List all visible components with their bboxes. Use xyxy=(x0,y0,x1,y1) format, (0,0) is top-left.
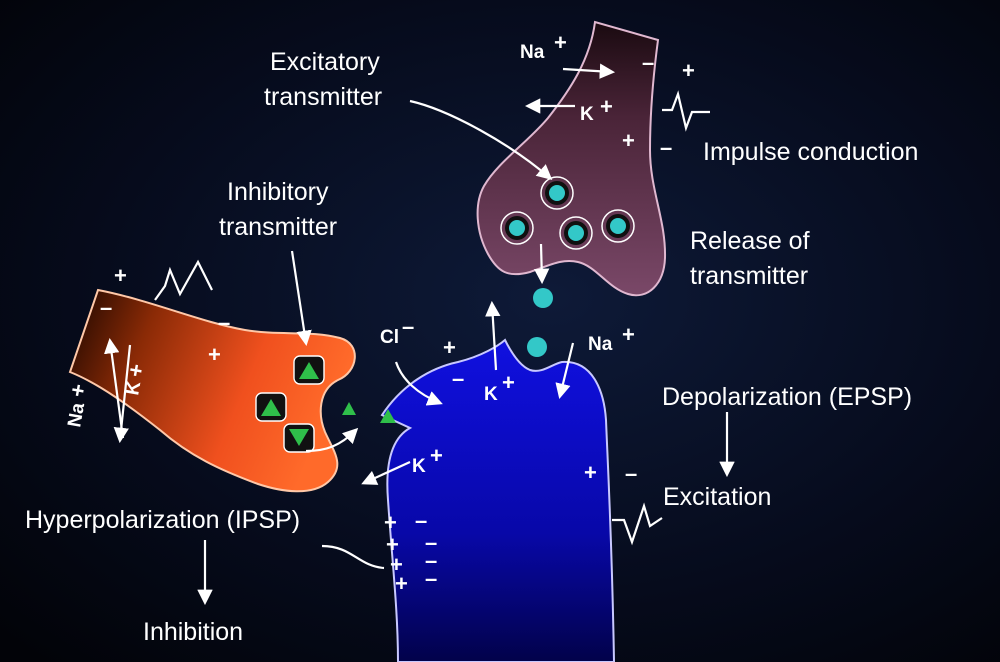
svg-text:–: – xyxy=(415,508,427,533)
impulse-spike-postsynaptic xyxy=(612,502,663,546)
svg-text:+: + xyxy=(386,532,399,557)
svg-text:+: + xyxy=(622,128,635,153)
ion-na-excitatory: Na xyxy=(520,42,545,63)
svg-text:+: + xyxy=(114,263,127,288)
label-depolarization: Depolarization (EPSP) xyxy=(662,383,912,411)
svg-text:–: – xyxy=(625,461,637,486)
ion-k-postsynaptic-charge: + xyxy=(502,370,515,395)
label-excitatory-line1: Excitatory xyxy=(270,48,380,76)
svg-text:+: + xyxy=(443,335,456,360)
svg-text:+: + xyxy=(384,510,397,535)
label-inhibitory-line1: Inhibitory xyxy=(227,178,329,206)
ion-na-inhibitory: Na xyxy=(64,401,89,429)
svg-text:–: – xyxy=(425,548,437,573)
ion-na-postsynaptic-charge: + xyxy=(622,322,635,347)
svg-text:–: – xyxy=(100,295,112,320)
ion-na-excitatory-charge: + xyxy=(554,30,567,55)
arrows xyxy=(104,63,735,606)
label-release-line2: transmitter xyxy=(690,262,808,290)
svg-text:–: – xyxy=(218,310,230,335)
ion-k-excitatory: K xyxy=(580,104,594,125)
svg-text:+: + xyxy=(584,460,597,485)
ion-k-inhibitory: K xyxy=(122,379,145,396)
label-excitation: Excitation xyxy=(663,483,771,511)
ion-na-postsynaptic: Na xyxy=(588,334,613,355)
label-excitatory-line2: transmitter xyxy=(264,83,382,111)
svg-text:–: – xyxy=(425,530,437,555)
svg-text:–: – xyxy=(425,566,437,591)
label-release-line1: Release of xyxy=(690,227,810,255)
svg-text:+: + xyxy=(390,552,403,577)
label-hyperpolarization: Hyperpolarization (IPSP) xyxy=(25,506,300,534)
postsynaptic-neuron xyxy=(380,338,616,662)
ion-k-postsynaptic: K xyxy=(484,384,498,405)
svg-text:–: – xyxy=(642,50,654,75)
svg-text:–: – xyxy=(660,135,672,160)
impulse-spike-inhibitory xyxy=(154,259,213,301)
ion-k-excitatory-charge: + xyxy=(600,94,613,119)
impulse-spike-excitatory xyxy=(662,90,710,132)
excitatory-vesicles xyxy=(500,176,635,357)
ion-cl-charge: – xyxy=(402,314,414,339)
svg-text:–: – xyxy=(452,366,464,391)
svg-text:+: + xyxy=(395,571,408,596)
label-inhibitory-line2: transmitter xyxy=(219,213,337,241)
ion-cl: Cl xyxy=(380,327,399,348)
svg-text:+: + xyxy=(208,342,221,367)
ion-k-cleft-charge: + xyxy=(430,443,443,468)
ion-k-inhibitory-charge: + xyxy=(122,362,149,379)
charge-signs: – + + – + – – + + – + – + + + + – – – – xyxy=(100,50,695,596)
label-inhibition: Inhibition xyxy=(143,618,243,646)
label-impulse-conduction: Impulse conduction xyxy=(703,138,918,166)
svg-text:+: + xyxy=(682,58,695,83)
ion-k-cleft: K xyxy=(412,456,426,477)
ion-na-inhibitory-charge: + xyxy=(64,382,91,399)
inhibitory-transmitter-molecules xyxy=(255,355,396,453)
